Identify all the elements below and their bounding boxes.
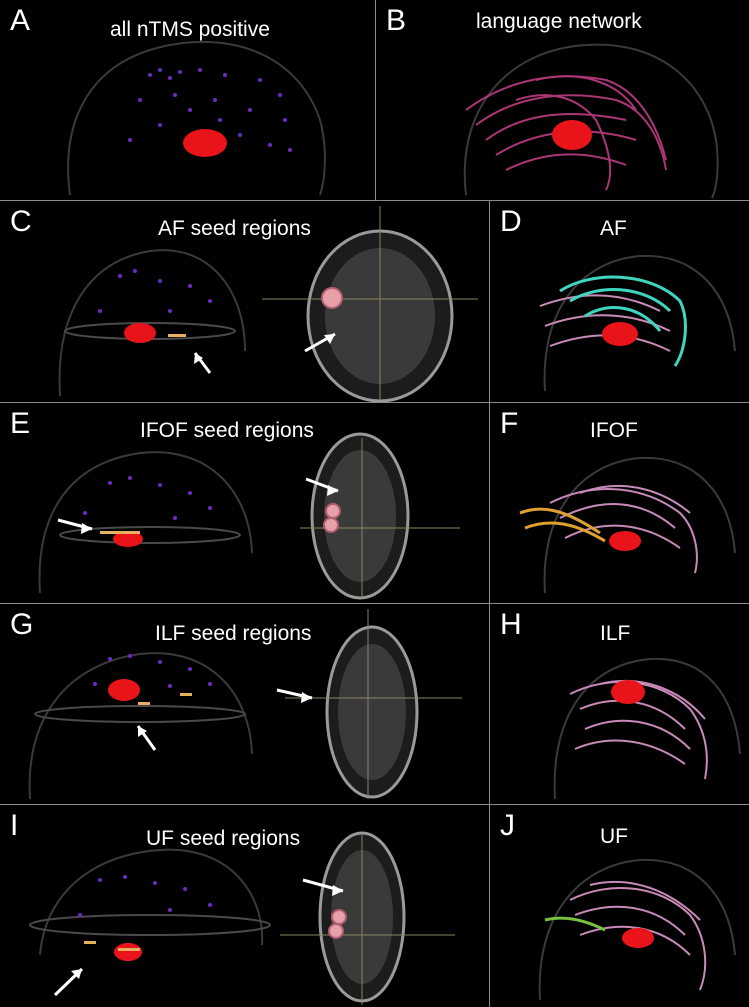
panel-letter: F [500, 407, 519, 440]
uf-tract-image [538, 858, 736, 1001]
panel-title: language network [476, 10, 642, 33]
panel-title: IFOF seed regions [140, 419, 314, 442]
divider [0, 603, 749, 604]
panel-title: UF seed regions [146, 827, 301, 850]
panel-letter: D [500, 205, 522, 238]
ifof-tract-image [519, 456, 736, 594]
divider [0, 200, 749, 201]
panel-letter: C [10, 205, 32, 238]
uf-seed-regions-image [29, 831, 455, 1005]
panel-title: AF seed regions [158, 217, 311, 240]
panel-c: C AF seed regions [0, 201, 489, 402]
panel-i: I UF seed regions [0, 805, 489, 1007]
panel-title: UF [600, 825, 628, 848]
language-network-tracts-image [463, 43, 719, 199]
panel-title: ILF [600, 622, 631, 645]
panel-letter: I [10, 809, 19, 842]
brain-ntms-points-image [67, 40, 326, 196]
panel-g: G ILF seed regions [0, 604, 489, 804]
panel-letter: B [386, 4, 407, 37]
panel-title: AF [600, 217, 627, 240]
panel-d: D AF [490, 201, 749, 402]
panel-letter: J [500, 809, 515, 842]
panel-b: B language network [376, 0, 749, 200]
divider [0, 402, 749, 403]
divider [0, 804, 749, 805]
panel-letter: A [10, 4, 31, 37]
ilf-tract-image [553, 657, 741, 800]
panel-f: F IFOF [490, 403, 749, 603]
panel-letter: E [10, 407, 31, 440]
panel-title: ILF seed regions [155, 622, 312, 645]
panel-title: all nTMS positive [110, 18, 270, 41]
panel-title: IFOF [590, 419, 638, 442]
ilf-seed-regions-image [28, 609, 462, 800]
ifof-seed-regions-image [38, 432, 460, 600]
panel-j: J UF [490, 805, 749, 1007]
panel-h: H ILF [490, 604, 749, 804]
af-seed-regions-image [58, 206, 478, 402]
divider [375, 0, 376, 200]
divider [489, 201, 490, 1007]
panel-letter: G [10, 608, 34, 641]
panel-e: E IFOF seed regions [0, 403, 489, 603]
panel-letter: H [500, 608, 522, 641]
af-tract-image [539, 254, 736, 392]
panel-a: A all nTMS positive [0, 0, 375, 200]
